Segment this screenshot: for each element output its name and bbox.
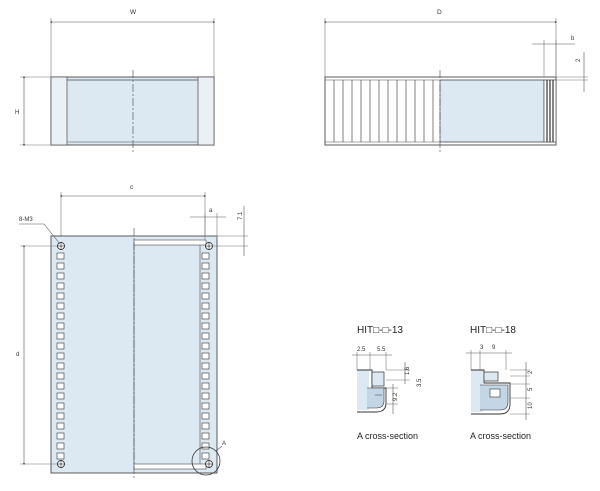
top-view: c bbox=[16, 184, 248, 480]
section-13-title: HIT□-□-13 bbox=[357, 325, 403, 336]
section-18-caption: A cross-section bbox=[470, 431, 531, 441]
section-13-dim-3: 1.6 bbox=[405, 366, 411, 375]
right-slot-column bbox=[201, 252, 210, 460]
section-18-profile bbox=[471, 369, 511, 415]
section-13-dim-4: 3.5 bbox=[417, 378, 423, 387]
section-13-dim-2: 5.5 bbox=[377, 347, 386, 353]
top-right-panel bbox=[133, 243, 201, 466]
front-body bbox=[50, 76, 215, 146]
section-18-dim-1: 3 bbox=[480, 345, 484, 351]
section-13-dim-1: 2.5 bbox=[357, 347, 366, 353]
section-18-dim-2: 9 bbox=[492, 345, 496, 351]
dimension-w-label: W bbox=[130, 9, 137, 16]
side-fins bbox=[333, 80, 434, 142]
detail-a-circle bbox=[191, 446, 221, 476]
section-18-dim-5: 10 bbox=[528, 402, 534, 409]
cross-section-18: HIT□-□-18 3 9 2 5 10 A cross-section bbox=[466, 325, 534, 441]
section-18-dim-4: 5 bbox=[528, 387, 534, 391]
dimension-a-label: a bbox=[209, 208, 213, 214]
dimension-b-label: b bbox=[571, 36, 575, 42]
detail-a-label: A bbox=[222, 441, 226, 447]
front-view: W H bbox=[15, 9, 216, 152]
section-18-dim-3: 2 bbox=[528, 370, 534, 374]
section-18-title: HIT□-□-18 bbox=[470, 325, 516, 336]
front-left-flange bbox=[50, 76, 68, 146]
screw-spec-label: 8-M3 bbox=[19, 217, 33, 223]
left-slot-column bbox=[56, 252, 65, 460]
cross-section-13: HIT□-□-13 2.5 5.5 1.6 3.5 9.2 A cross-se… bbox=[352, 325, 423, 441]
section-13-dim-5: 9.2 bbox=[393, 392, 399, 401]
side-view: D b bbox=[323, 9, 588, 152]
section-13-caption: A cross-section bbox=[357, 431, 418, 441]
dimension-7-1-label: 7.1 bbox=[238, 211, 244, 220]
dimension-d-vertical-label: d bbox=[16, 352, 19, 358]
screw-spec-leader bbox=[19, 223, 61, 245]
dimension-2-label: 2 bbox=[576, 58, 582, 62]
dimension-d-label: D bbox=[437, 9, 442, 16]
dimension-h-label: H bbox=[15, 110, 19, 116]
side-panel bbox=[439, 79, 545, 143]
dimension-c-label: c bbox=[130, 184, 134, 191]
front-right-flange bbox=[197, 76, 215, 146]
